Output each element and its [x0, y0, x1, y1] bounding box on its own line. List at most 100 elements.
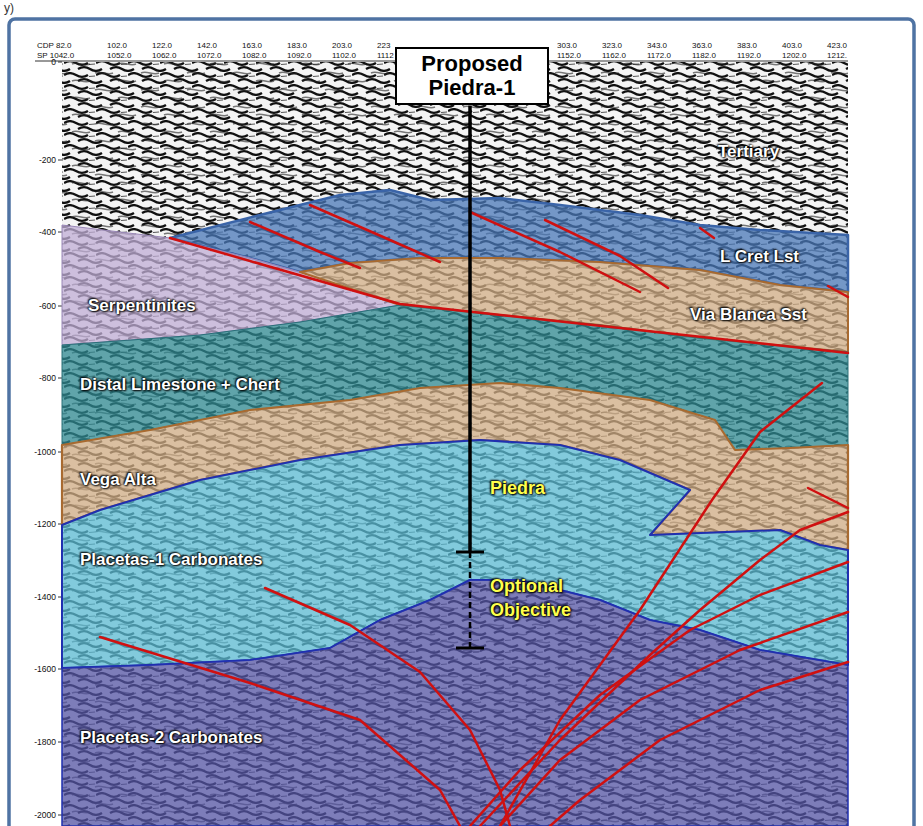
- label-holder: 363.0: [692, 41, 712, 50]
- sp-number: 1152.0: [557, 51, 581, 60]
- label-holder: -200: [12, 155, 56, 165]
- seismic-texture: [62, 62, 848, 826]
- sp-number: 1062.0: [152, 51, 176, 60]
- cdp-number: 142.0: [197, 41, 217, 50]
- label-holder: 183.0: [287, 41, 307, 50]
- label-holder: 163.0: [242, 41, 262, 50]
- label-holder: 1072.0: [197, 51, 221, 60]
- depth-number: -200: [12, 155, 56, 165]
- formation-outline: [62, 580, 848, 826]
- label-holder: 223: [377, 41, 390, 50]
- label-holder: -2000: [12, 810, 56, 820]
- formation-name: Serpentinites: [88, 296, 196, 316]
- target-label: Piedra: [490, 476, 545, 500]
- cdp-number: 383.0: [737, 41, 757, 50]
- label-holder: 1212.: [827, 51, 847, 60]
- formation-name: Placetas-2 Carbonates: [80, 728, 262, 748]
- sp-number: 1112: [377, 51, 394, 60]
- label-holder: 1192.0: [737, 51, 761, 60]
- sp-number: 1072.0: [197, 51, 221, 60]
- formation-band: Placetas-2 Carbonates: [62, 580, 848, 826]
- label-holder: 1182.0: [692, 51, 716, 60]
- label-holder: 203.0: [332, 41, 352, 50]
- depth-number: -800: [12, 373, 56, 383]
- cdp-number: 303.0: [557, 41, 577, 50]
- label-holder: 1152.0: [557, 51, 581, 60]
- label-holder: -400: [12, 227, 56, 237]
- sp-number: 1212.: [827, 51, 847, 60]
- sp-number: 1202.0: [782, 51, 806, 60]
- label-holder: 383.0: [737, 41, 757, 50]
- cdp-number: 423.0: [827, 41, 847, 50]
- sp-number: 1082.0: [242, 51, 266, 60]
- sp-number: 1052.0: [107, 51, 131, 60]
- label-holder: 1102.0: [332, 51, 356, 60]
- sp-number: 1162.0: [602, 51, 626, 60]
- label-holder: 1092.0: [287, 51, 311, 60]
- label-holder: 1202.0: [782, 51, 806, 60]
- depth-number: -1400: [12, 592, 56, 602]
- sp-number: 1102.0: [332, 51, 356, 60]
- sp-number: 1092.0: [287, 51, 311, 60]
- label-holder: Optional Objective: [490, 574, 622, 622]
- label-holder: 122.0: [152, 41, 172, 50]
- label-holder: -600: [12, 301, 56, 311]
- fault-lines: [100, 205, 848, 826]
- formation-name: Vega Alta: [80, 470, 156, 490]
- cropped-text: y): [4, 1, 14, 15]
- label-holder: 1162.0: [602, 51, 626, 60]
- label-holder: 423.0: [827, 41, 847, 50]
- target-label: Optional Objective: [490, 574, 622, 622]
- formation-name: Placetas-1 Carbonates: [80, 550, 262, 570]
- cdp-number: 403.0: [782, 41, 802, 50]
- cdp-number: 102.0: [107, 41, 127, 50]
- label-holder: 403.0: [782, 41, 802, 50]
- seismic-texture: [62, 62, 848, 826]
- label-holder: 303.0: [557, 41, 577, 50]
- label-holder: Piedra: [490, 476, 545, 500]
- label-holder: 142.0: [197, 41, 217, 50]
- well-name: Proposed Piedra-1: [413, 52, 531, 100]
- label-holder: 1172.0: [647, 51, 671, 60]
- label-holder: -1000: [12, 447, 56, 457]
- label-holder: 343.0: [647, 41, 667, 50]
- sp-number: 1192.0: [737, 51, 761, 60]
- label-holder: CDP 82.0: [37, 41, 72, 50]
- cdp-number: 183.0: [287, 41, 307, 50]
- cdp-number: 122.0: [152, 41, 172, 50]
- depth-number: -1800: [12, 737, 56, 747]
- cdp-number: 343.0: [647, 41, 667, 50]
- formation-polygon: [62, 580, 848, 826]
- depth-number: -600: [12, 301, 56, 311]
- label-holder: -1600: [12, 664, 56, 674]
- depth-number: 0: [12, 57, 56, 67]
- depth-number: -400: [12, 227, 56, 237]
- label-holder: -1200: [12, 519, 56, 529]
- cdp-number: 223: [377, 41, 390, 50]
- label-holder: 1052.0: [107, 51, 131, 60]
- label-holder: -1800: [12, 737, 56, 747]
- depth-number: -1200: [12, 519, 56, 529]
- label-holder: y): [4, 1, 14, 15]
- formation-name: Via Blanca Sst: [690, 305, 807, 325]
- label-holder: 1082.0: [242, 51, 266, 60]
- sp-number: 1182.0: [692, 51, 716, 60]
- well-trajectory: [456, 105, 484, 648]
- cdp-axis-label: CDP 82.0: [37, 41, 72, 50]
- label-holder: 1112: [377, 51, 394, 60]
- label-holder: 102.0: [107, 41, 127, 50]
- label-holder: -800: [12, 373, 56, 383]
- cdp-number: 163.0: [242, 41, 262, 50]
- label-holder: 323.0: [602, 41, 622, 50]
- sp-number: 1172.0: [647, 51, 671, 60]
- well-name-box: Proposed Piedra-1: [395, 47, 549, 105]
- depth-number: -1600: [12, 664, 56, 674]
- label-holder: 1062.0: [152, 51, 176, 60]
- label-holder: -1400: [12, 592, 56, 602]
- label-holder: 0: [12, 57, 56, 67]
- outer-frame: [9, 19, 914, 826]
- cdp-number: 203.0: [332, 41, 352, 50]
